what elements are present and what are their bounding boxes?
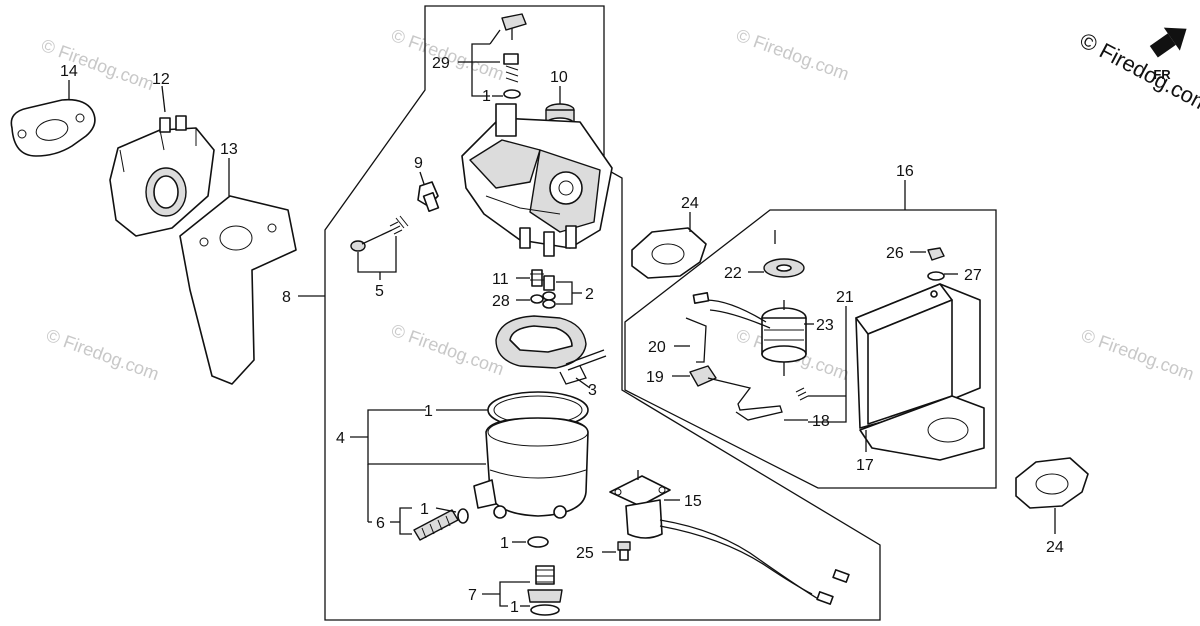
solenoid-15: [609, 470, 850, 605]
part-labels: 14 12 13 29 1 10 9 5 11 28 2 8 3 1 4 1 6…: [60, 55, 1064, 616]
nut-26: [927, 247, 945, 261]
label-1-bottom: 1: [510, 599, 519, 616]
fr-arrow-icon: FR: [1149, 27, 1187, 82]
gasket-24-lower: [1015, 457, 1089, 509]
label-2: 2: [585, 286, 594, 303]
watermark-4: © Firedog.com: [44, 325, 162, 384]
label-19: 19: [646, 369, 664, 386]
gasket-24-upper: [631, 227, 707, 279]
carburetor-assembly-outline: [324, 5, 881, 621]
jets-11-28-2: [530, 269, 556, 309]
gasket-13: [179, 195, 297, 385]
gasket-14: [10, 98, 96, 157]
washer-1-bowl: [527, 536, 549, 548]
clip-20: [685, 317, 707, 363]
label-29: 29: [432, 55, 450, 72]
label-10: 10: [550, 69, 568, 86]
washer-27: [927, 271, 945, 281]
label-22: 22: [724, 265, 742, 282]
watermark-3: © Firedog.com: [734, 25, 852, 84]
case-cover-17: [855, 283, 985, 461]
label-12: 12: [152, 71, 170, 88]
label-11: 11: [492, 271, 509, 288]
label-17: 17: [856, 457, 874, 474]
float-bowl-4: [473, 391, 589, 519]
label-27: 27: [964, 267, 982, 284]
bracket-18: [707, 377, 809, 421]
bolt-7: [527, 565, 563, 616]
label-20: 20: [648, 339, 666, 356]
drain-screw-6: [413, 508, 469, 541]
washer-22: [763, 258, 805, 278]
label-18: 18: [812, 413, 830, 430]
label-23: 23: [816, 317, 834, 334]
corner-mark: © Firedog.com FR: [1076, 27, 1200, 117]
label-15: 15: [684, 493, 702, 510]
label-3: 3: [588, 382, 597, 399]
label-24-upper: 24: [681, 195, 699, 212]
choke-parts-29: [501, 13, 527, 99]
leader-lines: [68, 29, 1056, 607]
watermark-1: © Firedog.com: [39, 35, 157, 94]
label-6: 6: [376, 515, 385, 532]
label-1-bowl: 1: [500, 535, 509, 552]
label-9: 9: [414, 155, 423, 172]
watermark-5: © Firedog.com: [389, 320, 507, 379]
label-1-oring: 1: [424, 403, 433, 420]
label-26: 26: [886, 245, 904, 262]
screw-5: [350, 215, 409, 252]
label-1-top: 1: [482, 88, 491, 105]
label-7: 7: [468, 587, 477, 604]
label-14: 14: [60, 63, 78, 80]
label-8: 8: [282, 289, 291, 306]
screw-9: [417, 181, 440, 213]
bolt-25: [617, 541, 631, 561]
coil-23: [692, 292, 807, 376]
insulator-12: [109, 115, 215, 237]
terminal-19: [689, 365, 717, 387]
label-5: 5: [375, 283, 384, 300]
watermark-7: © Firedog.com: [1079, 325, 1197, 384]
label-21: 21: [836, 289, 854, 306]
case-assembly-outline: [624, 209, 997, 489]
label-16: 16: [896, 163, 914, 180]
label-28: 28: [492, 293, 510, 310]
label-24-lower: 24: [1046, 539, 1064, 556]
carburetor-body: [461, 103, 613, 257]
svg-text:FR: FR: [1153, 67, 1171, 82]
label-13: 13: [220, 141, 238, 158]
label-4: 4: [336, 430, 345, 447]
label-1-drain: 1: [420, 501, 429, 518]
float-3: [495, 315, 607, 371]
label-25: 25: [576, 545, 594, 562]
